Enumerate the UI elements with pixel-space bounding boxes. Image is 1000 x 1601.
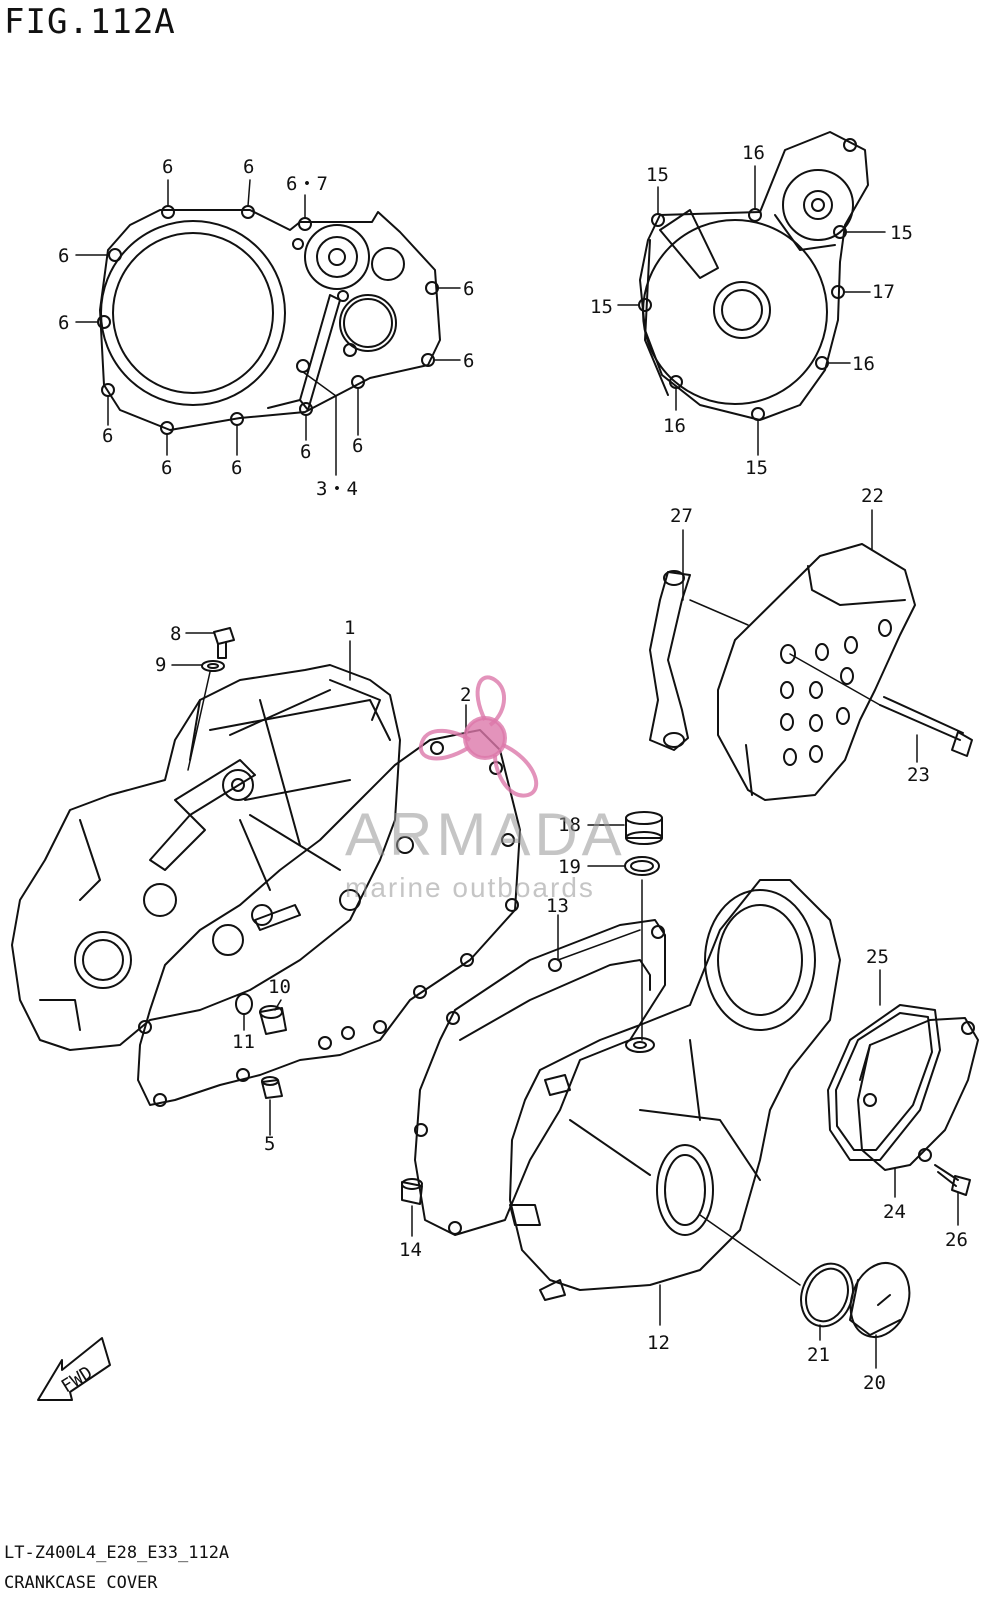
callout-23: 23 — [907, 764, 930, 786]
callout-27: 27 — [670, 505, 693, 527]
figure-name: CRANKCASE COVER — [4, 1573, 158, 1593]
callout-6: 6 — [161, 457, 172, 479]
callout-19: 19 — [558, 856, 581, 878]
callout-18: 18 — [558, 814, 581, 836]
callout-14: 14 — [399, 1239, 422, 1261]
callout-15: 15 — [745, 457, 768, 479]
callout-13: 13 — [546, 895, 569, 917]
gasket-bolt-holes — [97, 205, 439, 435]
callout-25: 25 — [866, 946, 889, 968]
figure-title: FIG.112A — [4, 2, 176, 42]
leader-lines-20-21 — [819, 1324, 877, 1369]
callout-3-4: 3・4 — [316, 478, 358, 500]
cap-18 — [625, 811, 663, 845]
callout-6: 6 — [463, 350, 474, 372]
callout-20: 20 — [863, 1372, 886, 1394]
callout-16: 16 — [742, 142, 765, 164]
callout-8: 8 — [170, 623, 181, 645]
magneto-cover-12 — [509, 879, 841, 1301]
plug-20 — [849, 1262, 911, 1338]
clutch-cover-gasket-outline — [99, 209, 441, 431]
callout-15: 15 — [646, 164, 669, 186]
leader-lines-top-left — [75, 179, 461, 476]
figure-code: LT-Z400L4_E28_E33_112A — [4, 1543, 230, 1563]
callout-6: 6 — [58, 245, 69, 267]
callout-labels: 6 6 6・7 6 6 6 6 6 6 6 6 6 3・4 15 16 15 1… — [58, 142, 968, 1394]
bracket-27 — [649, 570, 691, 751]
gasket-2 — [137, 729, 521, 1107]
washer-9 — [201, 660, 225, 672]
magneto-cover-gasket-outline — [639, 131, 869, 421]
callout-6: 6 — [300, 441, 311, 463]
callout-12: 12 — [647, 1332, 670, 1354]
leader-lines-24-26 — [879, 969, 959, 1226]
fwd-arrow-icon — [37, 1337, 111, 1401]
gasket-13 — [414, 919, 666, 1236]
callout-5: 5 — [264, 1133, 275, 1155]
bolt-26 — [934, 1164, 971, 1196]
callout-11: 11 — [232, 1031, 255, 1053]
callout-6: 6 — [162, 156, 173, 178]
callout-6-7: 6・7 — [286, 173, 328, 195]
leader-lines-13-14 — [411, 914, 641, 1237]
leader-lines-small-left — [171, 632, 467, 1136]
dowel-14 — [401, 1178, 423, 1205]
gasket-25 — [827, 1004, 941, 1161]
callout-10: 10 — [268, 976, 291, 998]
leader-lines-cap — [587, 824, 643, 1041]
sprocket-guard-22 — [717, 543, 916, 801]
callout-6: 6 — [231, 457, 242, 479]
bolt-8 — [213, 627, 235, 659]
dowel-5 — [261, 1076, 283, 1099]
callout-6: 6 — [463, 278, 474, 300]
watermark-subtitle: marine outboards — [345, 872, 595, 903]
callout-16: 16 — [663, 415, 686, 437]
crankcase-cover-1 — [11, 664, 401, 1051]
callout-1: 1 — [344, 617, 355, 639]
callout-6: 6 — [243, 156, 254, 178]
callout-26: 26 — [945, 1229, 968, 1251]
armada-propeller-icon — [418, 675, 539, 798]
callout-6: 6 — [102, 425, 113, 447]
callout-16: 16 — [852, 353, 875, 375]
callout-24: 24 — [883, 1201, 906, 1223]
callout-6: 6 — [352, 435, 363, 457]
cover-24 — [857, 1017, 979, 1171]
callout-15: 15 — [890, 222, 913, 244]
callout-22: 22 — [861, 485, 884, 507]
callout-2: 2 — [460, 684, 471, 706]
callout-21: 21 — [807, 1344, 830, 1366]
oring-19 — [624, 856, 660, 876]
callout-6: 6 — [58, 312, 69, 334]
leader-lines-top-right — [617, 165, 886, 456]
leader-lines-12 — [659, 1214, 801, 1326]
leader-lines-guard — [682, 509, 918, 763]
bolt-23 — [879, 696, 973, 757]
callout-9: 9 — [155, 654, 166, 676]
fwd-label: FWD — [58, 1362, 97, 1397]
callout-17: 17 — [872, 281, 895, 303]
callout-15: 15 — [590, 296, 613, 318]
watermark-name: ARMADA — [345, 801, 626, 868]
